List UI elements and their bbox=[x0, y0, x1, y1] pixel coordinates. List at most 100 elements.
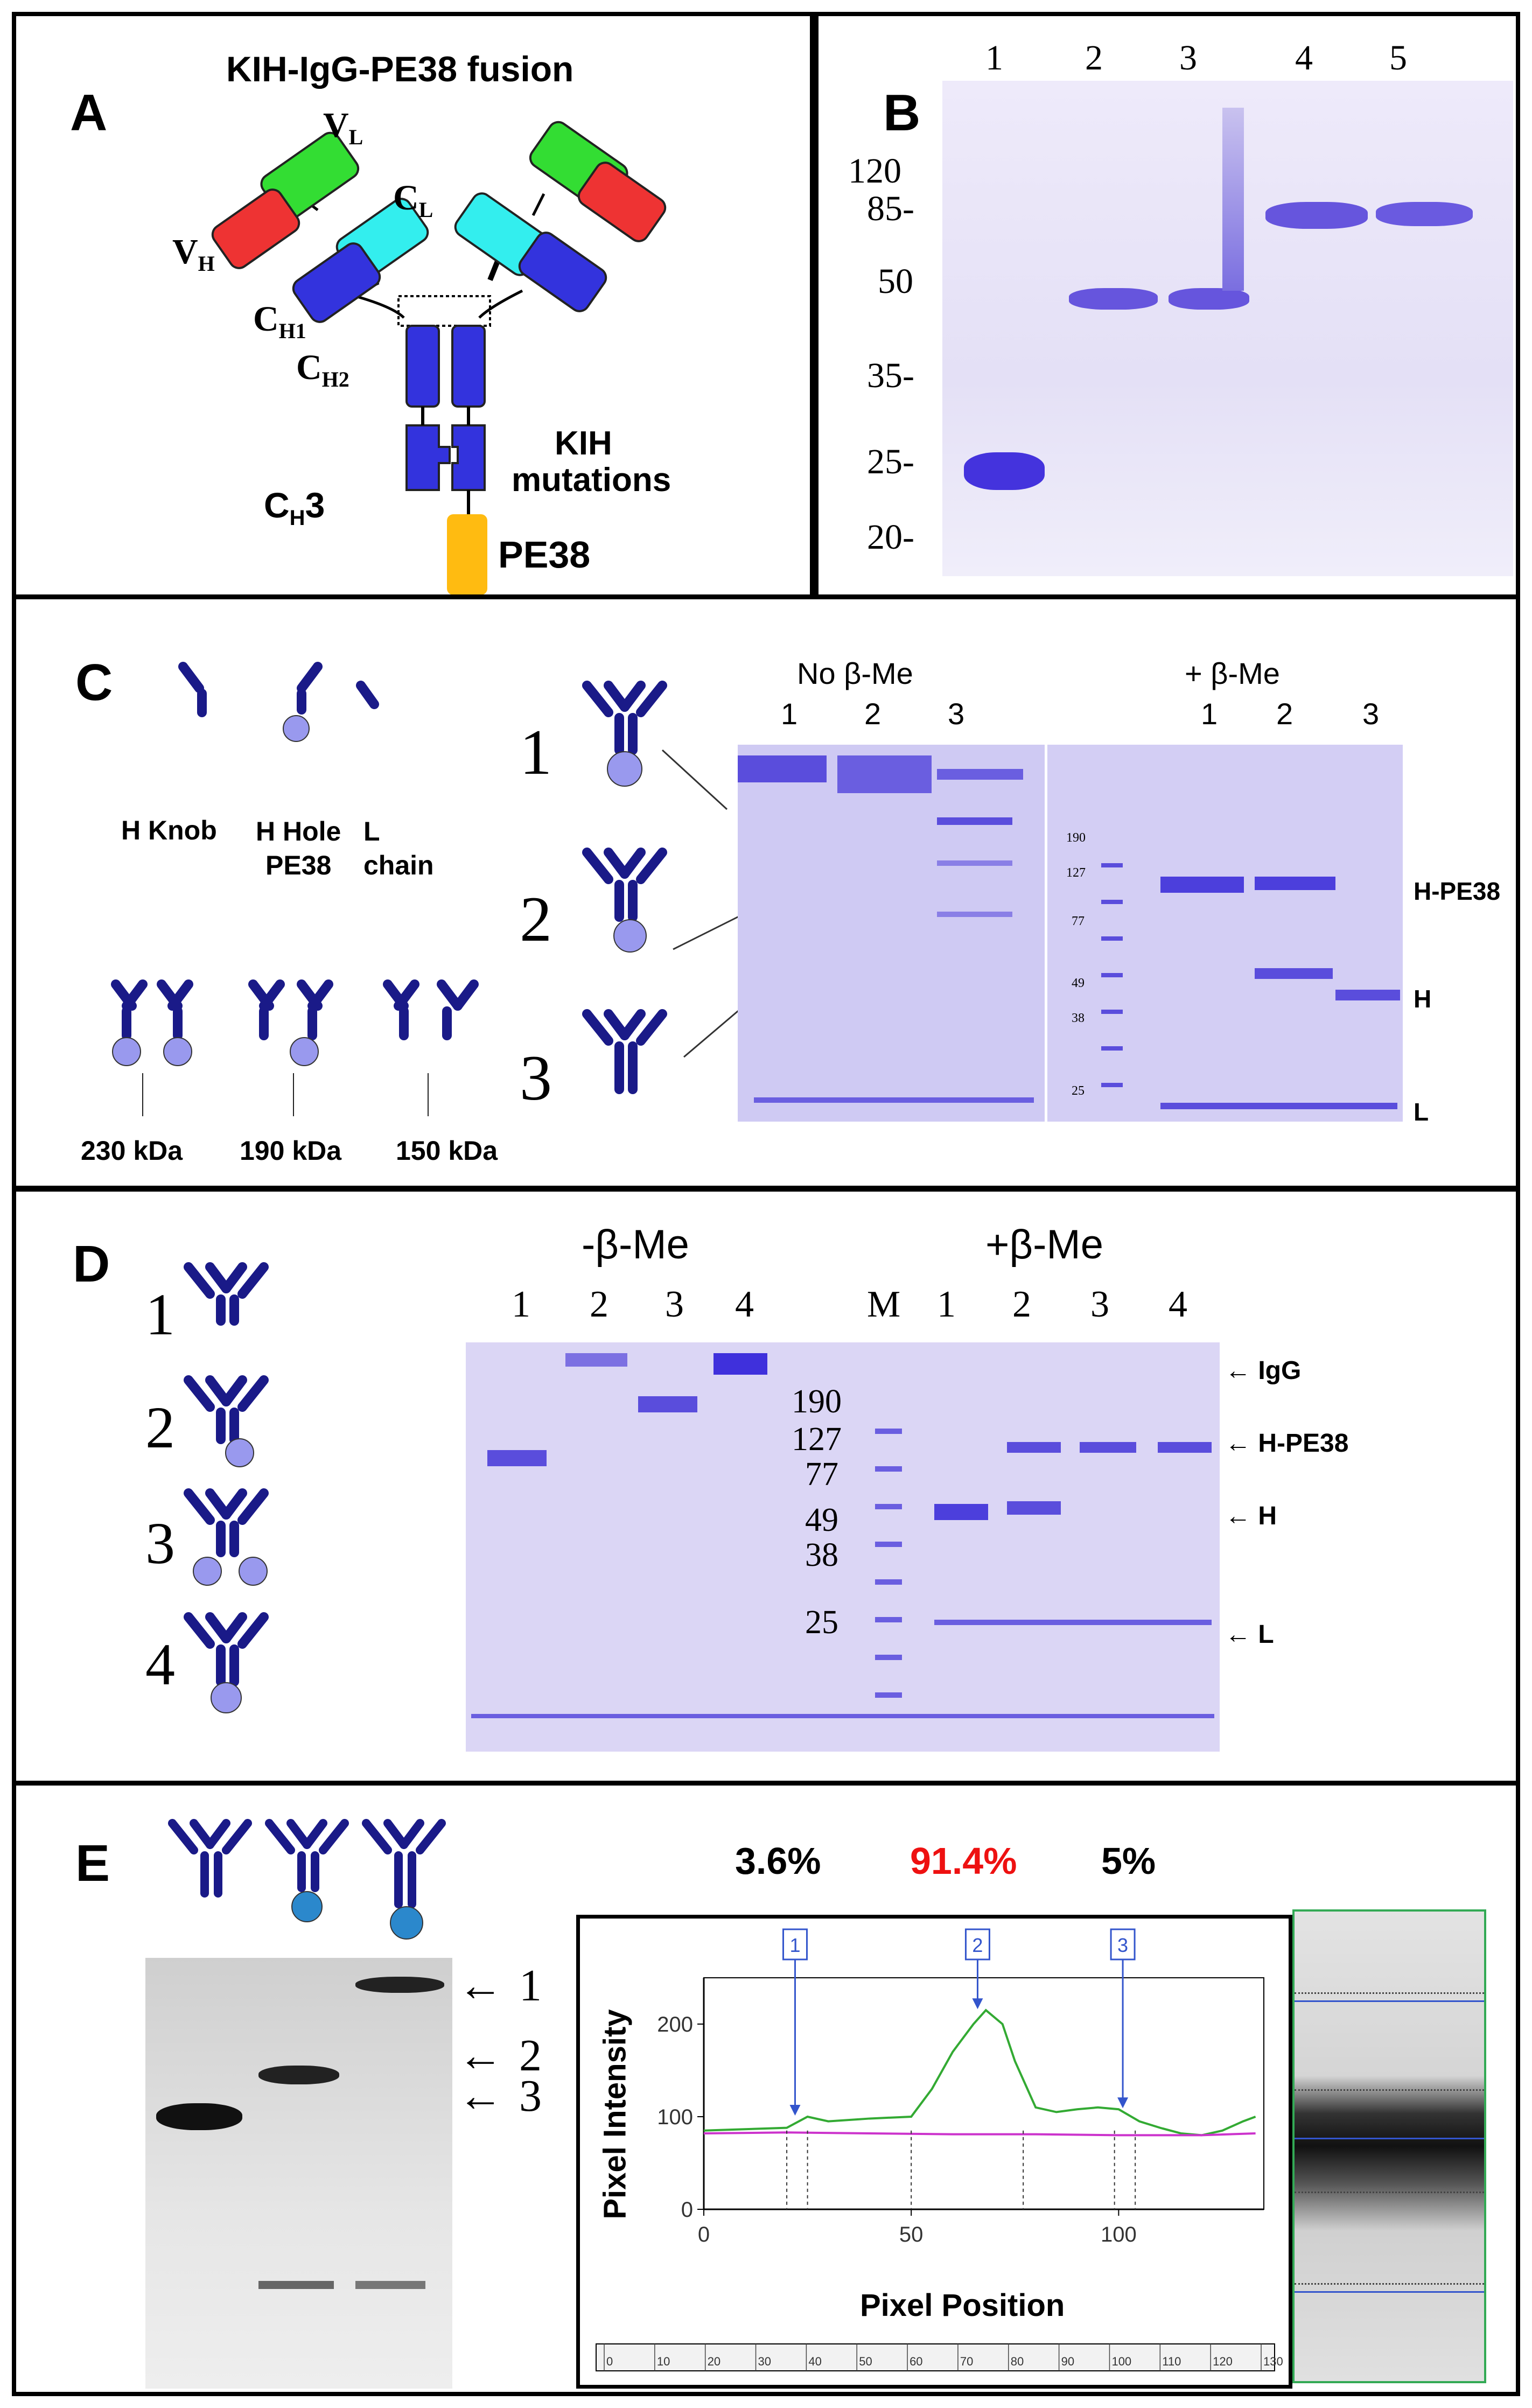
gel-band bbox=[1158, 1442, 1212, 1453]
x-tick-label: 100 bbox=[1101, 2223, 1137, 2246]
marker-label: 77 bbox=[1072, 914, 1085, 928]
minus-bme-label: -β-Me bbox=[582, 1222, 689, 1268]
peak-marker-arrow bbox=[789, 2105, 801, 2116]
gel-band bbox=[837, 755, 932, 793]
gel-b bbox=[942, 81, 1513, 576]
vh-left-domain bbox=[211, 188, 300, 269]
marker-label: 190 bbox=[1066, 831, 1086, 845]
ch3-label: CH3 bbox=[264, 485, 325, 530]
y-axis-title: Pixel Intensity bbox=[597, 2009, 633, 2220]
gel-band bbox=[565, 1353, 627, 1367]
peak-marker-label: 1 bbox=[789, 1934, 800, 1956]
vh-right-domain bbox=[577, 162, 667, 242]
pe38-domain bbox=[447, 514, 487, 594]
gel-band bbox=[1007, 1501, 1061, 1515]
panel-d-letter: D bbox=[73, 1235, 110, 1293]
gel-d bbox=[466, 1342, 1220, 1752]
plus-bme-label: +β-Me bbox=[985, 1222, 1103, 1268]
gel-band bbox=[934, 1504, 988, 1520]
marker-label: 50 bbox=[878, 262, 913, 301]
panel-b-markers: 120 85- 50 35- 25- 20- bbox=[819, 16, 942, 594]
lane-number: 4 bbox=[735, 1284, 754, 1325]
marker-label: 77 bbox=[805, 1456, 838, 1493]
species-schematics bbox=[582, 681, 667, 1094]
ch3-knob-hole-domains bbox=[405, 424, 486, 491]
lane-number: 2 bbox=[590, 1284, 608, 1325]
kih-label: KIH mutations bbox=[512, 425, 671, 499]
lane-number: 1 bbox=[781, 697, 798, 731]
species-number: 2 bbox=[520, 883, 552, 955]
species-number: 1 bbox=[145, 1282, 175, 1347]
peak-marker-arrow bbox=[972, 1998, 983, 2010]
chain-schematics bbox=[111, 662, 479, 1116]
band-arrow-label: ← IgG bbox=[1225, 1356, 1302, 1385]
ruler-tick-label: 40 bbox=[808, 2355, 821, 2368]
panel-b-lanes: 1 2 3 4 5 bbox=[819, 38, 1516, 92]
antibody-diagram bbox=[211, 121, 667, 594]
peak-marker-box bbox=[964, 1928, 990, 1961]
ch2-label: CH2 bbox=[296, 348, 349, 392]
ruler-tick-label: 120 bbox=[1213, 2355, 1233, 2368]
species-number: 3 bbox=[520, 1042, 552, 1114]
band-label: H-PE38 bbox=[1414, 877, 1501, 905]
panel-a-letter: A bbox=[70, 84, 108, 142]
gel-band bbox=[738, 755, 827, 782]
lane-number: M bbox=[867, 1284, 901, 1325]
species-number: 4 bbox=[145, 1632, 175, 1697]
x-tick-label: 50 bbox=[899, 2223, 924, 2246]
gel-band bbox=[754, 1097, 1034, 1103]
gel-band bbox=[1160, 1103, 1397, 1109]
d-lanes: 1 2 3 4 M 1 2 3 4 bbox=[16, 1283, 1516, 1332]
lane-number: 3 bbox=[665, 1284, 684, 1325]
gel-band bbox=[1080, 1442, 1136, 1453]
vl-label: VL bbox=[323, 106, 363, 150]
lane-number: 1 bbox=[1201, 697, 1218, 731]
gel-band bbox=[1255, 968, 1333, 979]
marker-label: 49 bbox=[1072, 976, 1085, 990]
ruler-tick-label: 30 bbox=[758, 2355, 771, 2368]
marker-label: 127 bbox=[1066, 866, 1086, 880]
gel-band bbox=[934, 1620, 1212, 1625]
ruler-tick-label: 110 bbox=[1162, 2355, 1181, 2368]
c-markers: 190 127 77 49 38 25 bbox=[1066, 599, 1120, 1186]
marker-label: 25- bbox=[867, 442, 914, 481]
percent-label: 5% bbox=[1101, 1840, 1156, 1882]
gel-c-left bbox=[738, 745, 1045, 1122]
e-species-schematics bbox=[168, 1819, 446, 1940]
panel-c-letter: C bbox=[75, 654, 113, 711]
x-tick-label: 0 bbox=[698, 2223, 710, 2246]
ch1-label: CH1 bbox=[253, 299, 306, 344]
no-bme-label: No β-Me bbox=[797, 656, 913, 690]
panel-a: A KIH-IgG-PE38 fusion VL bbox=[12, 12, 814, 599]
marker-label: 25 bbox=[805, 1604, 838, 1641]
d-markers: 190 127 77 49 38 25 bbox=[792, 1192, 872, 1781]
intensity-line bbox=[703, 2008, 1256, 2137]
lane-number: 2 bbox=[1085, 38, 1103, 78]
gel-band bbox=[937, 860, 1012, 866]
lane-number: 2 bbox=[1012, 1284, 1031, 1325]
scan-guide bbox=[1295, 2291, 1484, 2293]
lane-number: 4 bbox=[1295, 38, 1313, 78]
ruler-tick-label: 50 bbox=[859, 2355, 872, 2368]
lane-number: 3 bbox=[1179, 38, 1197, 78]
gel-band bbox=[937, 912, 1012, 917]
gel-band bbox=[487, 1450, 547, 1466]
species-number: 1 bbox=[520, 716, 552, 788]
ch1-left-domain bbox=[292, 242, 381, 323]
x-axis-title: Pixel Position bbox=[860, 2288, 1065, 2323]
panel-b-letter: B bbox=[883, 84, 921, 142]
gel-lane-scan bbox=[1292, 1909, 1486, 2383]
marker-label: 127 bbox=[792, 1421, 842, 1458]
percent-label: 3.6% bbox=[735, 1840, 821, 1882]
ruler-tick-label: 100 bbox=[1111, 2355, 1131, 2368]
ch2-domains bbox=[405, 325, 486, 408]
gel-band bbox=[1160, 877, 1244, 893]
gel-band bbox=[638, 1396, 697, 1412]
lane-number: 3 bbox=[1090, 1284, 1109, 1325]
d-species-schematics bbox=[184, 1262, 269, 1713]
gel-band bbox=[713, 1353, 767, 1375]
scan-guide bbox=[1295, 2089, 1484, 2091]
